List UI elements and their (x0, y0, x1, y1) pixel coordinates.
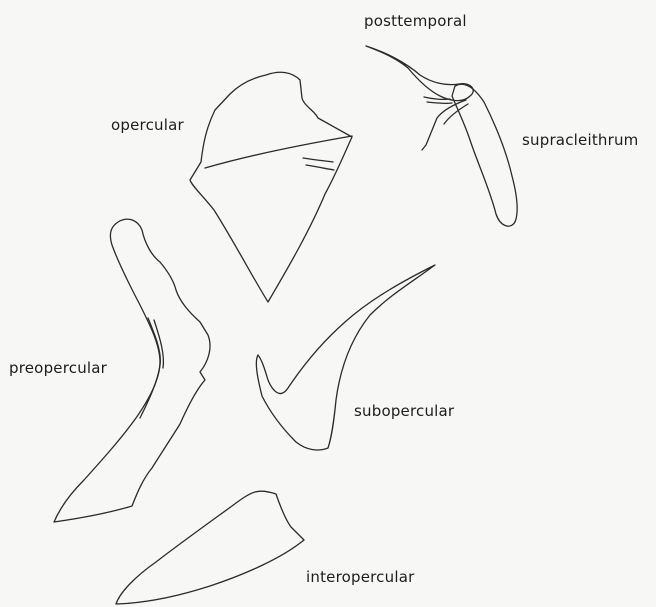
label-posttemporal: posttemporal (364, 14, 467, 29)
opercular-bone (190, 72, 352, 302)
label-subopercular: subopercular (354, 404, 454, 419)
posttemporal-bone (366, 46, 473, 150)
label-interopercular: interopercular (306, 570, 414, 585)
subopercular-bone (256, 265, 435, 450)
label-opercular: opercular (111, 118, 184, 133)
label-supracleithrum: supracleithrum (522, 133, 639, 148)
label-preopercular: preopercular (9, 361, 107, 376)
interopercular-bone (116, 491, 304, 604)
supracleithrum-bone (452, 84, 517, 226)
